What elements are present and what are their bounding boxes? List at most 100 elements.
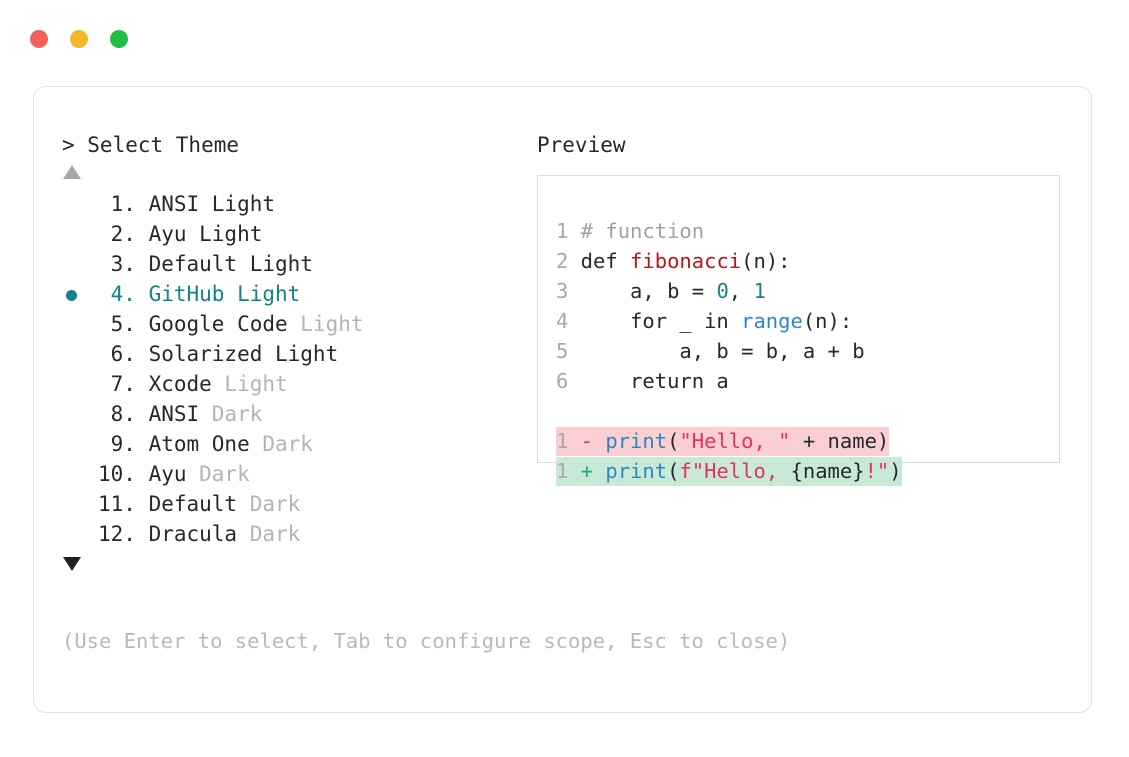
theme-variant-tag: Dark bbox=[237, 492, 301, 516]
code-gutter-space bbox=[568, 339, 580, 363]
theme-name: Solarized Light bbox=[135, 342, 339, 366]
code-line: 3 a, b = 0, 1 bbox=[556, 276, 902, 306]
theme-variant-tag: Dark bbox=[237, 522, 301, 546]
theme-variant-tag: Light bbox=[211, 372, 288, 396]
code-gutter-space bbox=[568, 279, 580, 303]
theme-name: ANSI Light bbox=[135, 192, 275, 216]
theme-index: 12. bbox=[98, 522, 136, 546]
theme-name: GitHub Light bbox=[135, 282, 301, 306]
diff-highlight: 1 - print("Hello, " + name) bbox=[556, 427, 890, 456]
theme-list-item[interactable]: 9. Atom One Dark bbox=[62, 429, 532, 459]
code-line: 2 def fibonacci(n): bbox=[556, 246, 902, 276]
theme-variant-tag: Light bbox=[287, 312, 364, 336]
code-spacer bbox=[556, 396, 902, 426]
preview-panel-header: Preview bbox=[537, 131, 1067, 159]
theme-list-item[interactable]: 11. Default Dark bbox=[62, 489, 532, 519]
diff-sign: - bbox=[568, 429, 606, 453]
theme-index: 1. bbox=[98, 192, 136, 216]
code-line: 1 # function bbox=[556, 216, 902, 246]
theme-index: 4. bbox=[98, 282, 136, 306]
theme-list-item[interactable]: 4. GitHub Light bbox=[62, 279, 532, 309]
theme-list-item[interactable]: 5. Google Code Light bbox=[62, 309, 532, 339]
scroll-up-indicator[interactable] bbox=[62, 159, 532, 185]
theme-variant-tag: Dark bbox=[199, 402, 263, 426]
code-token: ) bbox=[889, 459, 902, 483]
line-number: 4 bbox=[556, 309, 569, 333]
code-token: for _ in bbox=[580, 309, 742, 333]
keyboard-hint: (Use Enter to select, Tab to configure s… bbox=[62, 629, 791, 653]
theme-list[interactable]: 1. ANSI Light 2. Ayu Light 3. Default Li… bbox=[62, 189, 532, 549]
code-token: (n): bbox=[802, 309, 853, 333]
diff-sign: + bbox=[568, 459, 606, 483]
scroll-down-indicator[interactable] bbox=[62, 549, 532, 575]
code-token: # function bbox=[580, 219, 705, 243]
code-gutter-space bbox=[568, 369, 580, 393]
theme-list-item[interactable]: 12. Dracula Dark bbox=[62, 519, 532, 549]
code-token: ( bbox=[667, 459, 680, 483]
code-token: (n): bbox=[741, 249, 791, 273]
theme-list-item[interactable]: 1. ANSI Light bbox=[62, 189, 532, 219]
theme-name: Google Code bbox=[135, 312, 288, 336]
maximize-window-button[interactable] bbox=[110, 30, 128, 48]
code-token: a, b = b, a + b bbox=[580, 339, 865, 363]
code-line: 5 a, b = b, a + b bbox=[556, 336, 902, 366]
theme-list-item[interactable]: 6. Solarized Light bbox=[62, 339, 532, 369]
code-token: print bbox=[605, 459, 668, 483]
diff-line-add: 1 + print(f"Hello, {name}!") bbox=[556, 456, 902, 486]
code-token: 0 bbox=[716, 279, 729, 303]
close-window-button[interactable] bbox=[30, 30, 48, 48]
code-token: fibonacci bbox=[630, 249, 742, 273]
line-number: 1 bbox=[556, 459, 569, 483]
code-line: 6 return a bbox=[556, 366, 902, 396]
theme-index: 7. bbox=[98, 372, 136, 396]
code-token: !" bbox=[864, 459, 890, 483]
theme-variant-tag: Dark bbox=[186, 462, 250, 486]
theme-index: 8. bbox=[98, 402, 136, 426]
code-token: a, b = bbox=[580, 279, 717, 303]
theme-index: 11. bbox=[98, 492, 136, 516]
theme-picker-card: > Select Theme 1. ANSI Light 2. Ayu Ligh… bbox=[33, 86, 1092, 713]
theme-index: 5. bbox=[98, 312, 136, 336]
theme-name: Atom One bbox=[135, 432, 250, 456]
theme-name: ANSI bbox=[135, 402, 200, 426]
theme-variant-tag: Dark bbox=[249, 432, 313, 456]
code-token: f"Hello, bbox=[679, 459, 791, 483]
line-number: 5 bbox=[556, 339, 569, 363]
line-number: 6 bbox=[556, 369, 569, 393]
theme-index: 10. bbox=[98, 462, 136, 486]
theme-name: Dracula bbox=[135, 522, 238, 546]
code-gutter-space bbox=[568, 309, 580, 333]
code-token: "Hello, " bbox=[679, 429, 791, 453]
triangle-up-icon[interactable] bbox=[63, 165, 81, 179]
theme-list-item[interactable]: 10. Ayu Dark bbox=[62, 459, 532, 489]
theme-list-item[interactable]: 7. Xcode Light bbox=[62, 369, 532, 399]
diff-highlight: 1 + print(f"Hello, {name}!") bbox=[556, 457, 902, 486]
code-line: 4 for _ in range(n): bbox=[556, 306, 902, 336]
code-token: 1 bbox=[753, 279, 766, 303]
minimize-window-button[interactable] bbox=[70, 30, 88, 48]
theme-index: 3. bbox=[98, 252, 136, 276]
theme-list-item[interactable]: 2. Ayu Light bbox=[62, 219, 532, 249]
code-token: def bbox=[580, 249, 631, 273]
code-gutter-space bbox=[568, 249, 580, 273]
line-number: 1 bbox=[556, 429, 569, 453]
diff-line-delete: 1 - print("Hello, " + name) bbox=[556, 426, 902, 456]
code-token: range bbox=[741, 309, 803, 333]
theme-name: Default bbox=[135, 492, 238, 516]
picker-columns: > Select Theme 1. ANSI Light 2. Ayu Ligh… bbox=[34, 87, 1091, 712]
window-traffic-lights bbox=[30, 30, 128, 48]
line-number: 3 bbox=[556, 279, 569, 303]
theme-list-item[interactable]: 8. ANSI Dark bbox=[62, 399, 532, 429]
theme-index: 9. bbox=[98, 432, 136, 456]
triangle-down-icon[interactable] bbox=[63, 557, 81, 571]
theme-name: Ayu bbox=[135, 462, 187, 486]
line-number: 2 bbox=[556, 249, 569, 273]
prompt-label: > Select Theme bbox=[62, 133, 240, 157]
code-token: return a bbox=[580, 369, 729, 393]
theme-list-item[interactable]: 3. Default Light bbox=[62, 249, 532, 279]
code-token: print bbox=[605, 429, 668, 453]
code-token: , bbox=[728, 279, 754, 303]
preview-label: Preview bbox=[537, 133, 626, 157]
